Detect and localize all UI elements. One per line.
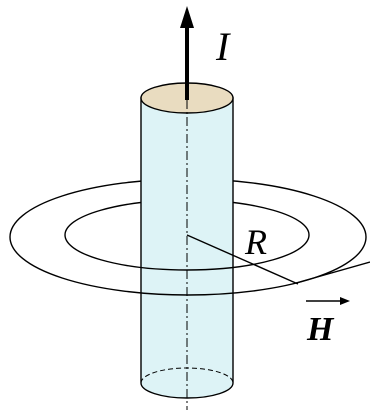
right-arrow-icon: [306, 297, 350, 305]
up-arrow-icon: [180, 6, 194, 100]
field-label: H: [306, 311, 335, 348]
outer-field-circle-front: [9, 236, 367, 296]
radius-line: [186, 234, 299, 285]
radius-label: R: [244, 222, 267, 262]
inner-field-circle-front: [64, 234, 310, 271]
tangent-line: [295, 261, 370, 284]
current-label: I: [215, 24, 231, 69]
